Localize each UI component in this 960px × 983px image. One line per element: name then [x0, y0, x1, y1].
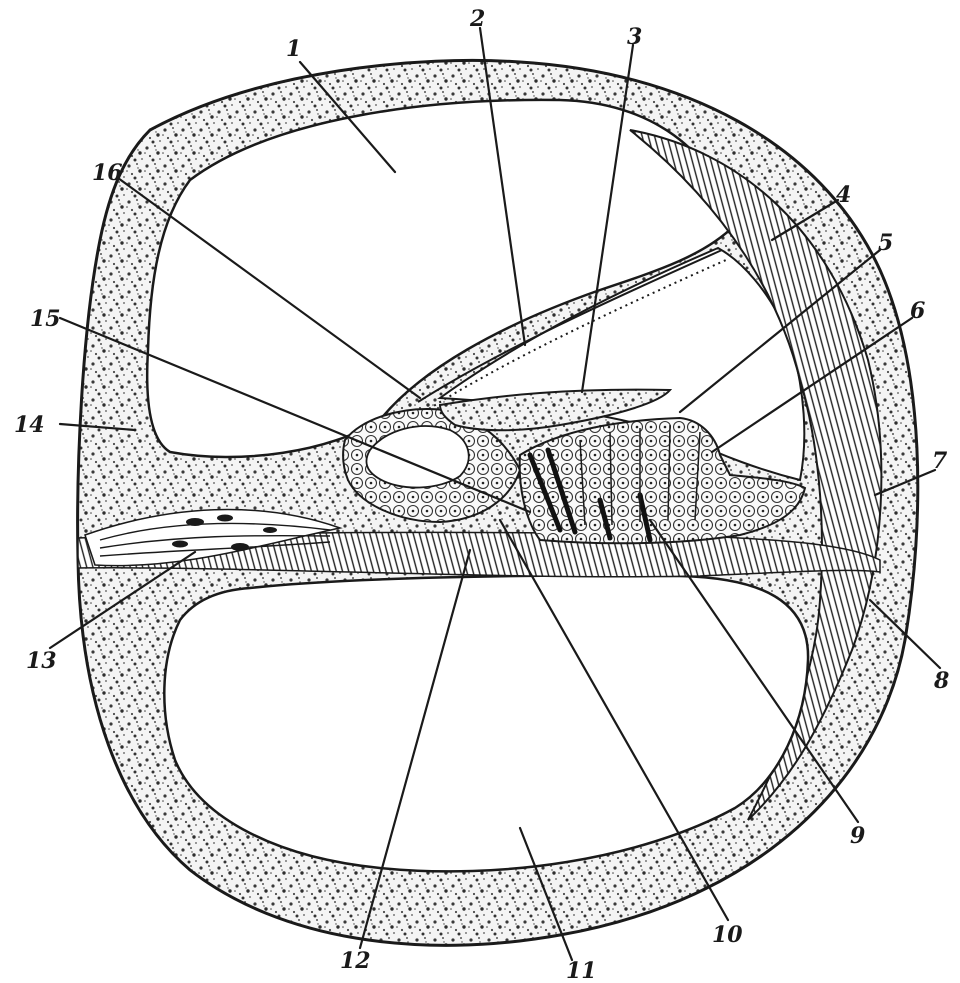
label-14: 14	[14, 412, 45, 438]
label-6: 6	[910, 298, 925, 324]
label-2: 2	[469, 6, 485, 32]
label-3: 3	[627, 24, 642, 50]
label-11: 11	[566, 958, 597, 983]
label-12: 12	[340, 948, 371, 974]
label-15: 15	[30, 306, 61, 332]
label-8: 8	[933, 668, 949, 694]
label-9: 9	[850, 823, 865, 849]
label-10: 10	[712, 922, 743, 948]
label-7: 7	[932, 448, 948, 474]
label-16: 16	[92, 160, 123, 186]
label-13: 13	[26, 648, 57, 674]
label-5: 5	[878, 230, 893, 256]
label-4: 4	[836, 182, 851, 208]
label-1: 1	[286, 36, 301, 62]
